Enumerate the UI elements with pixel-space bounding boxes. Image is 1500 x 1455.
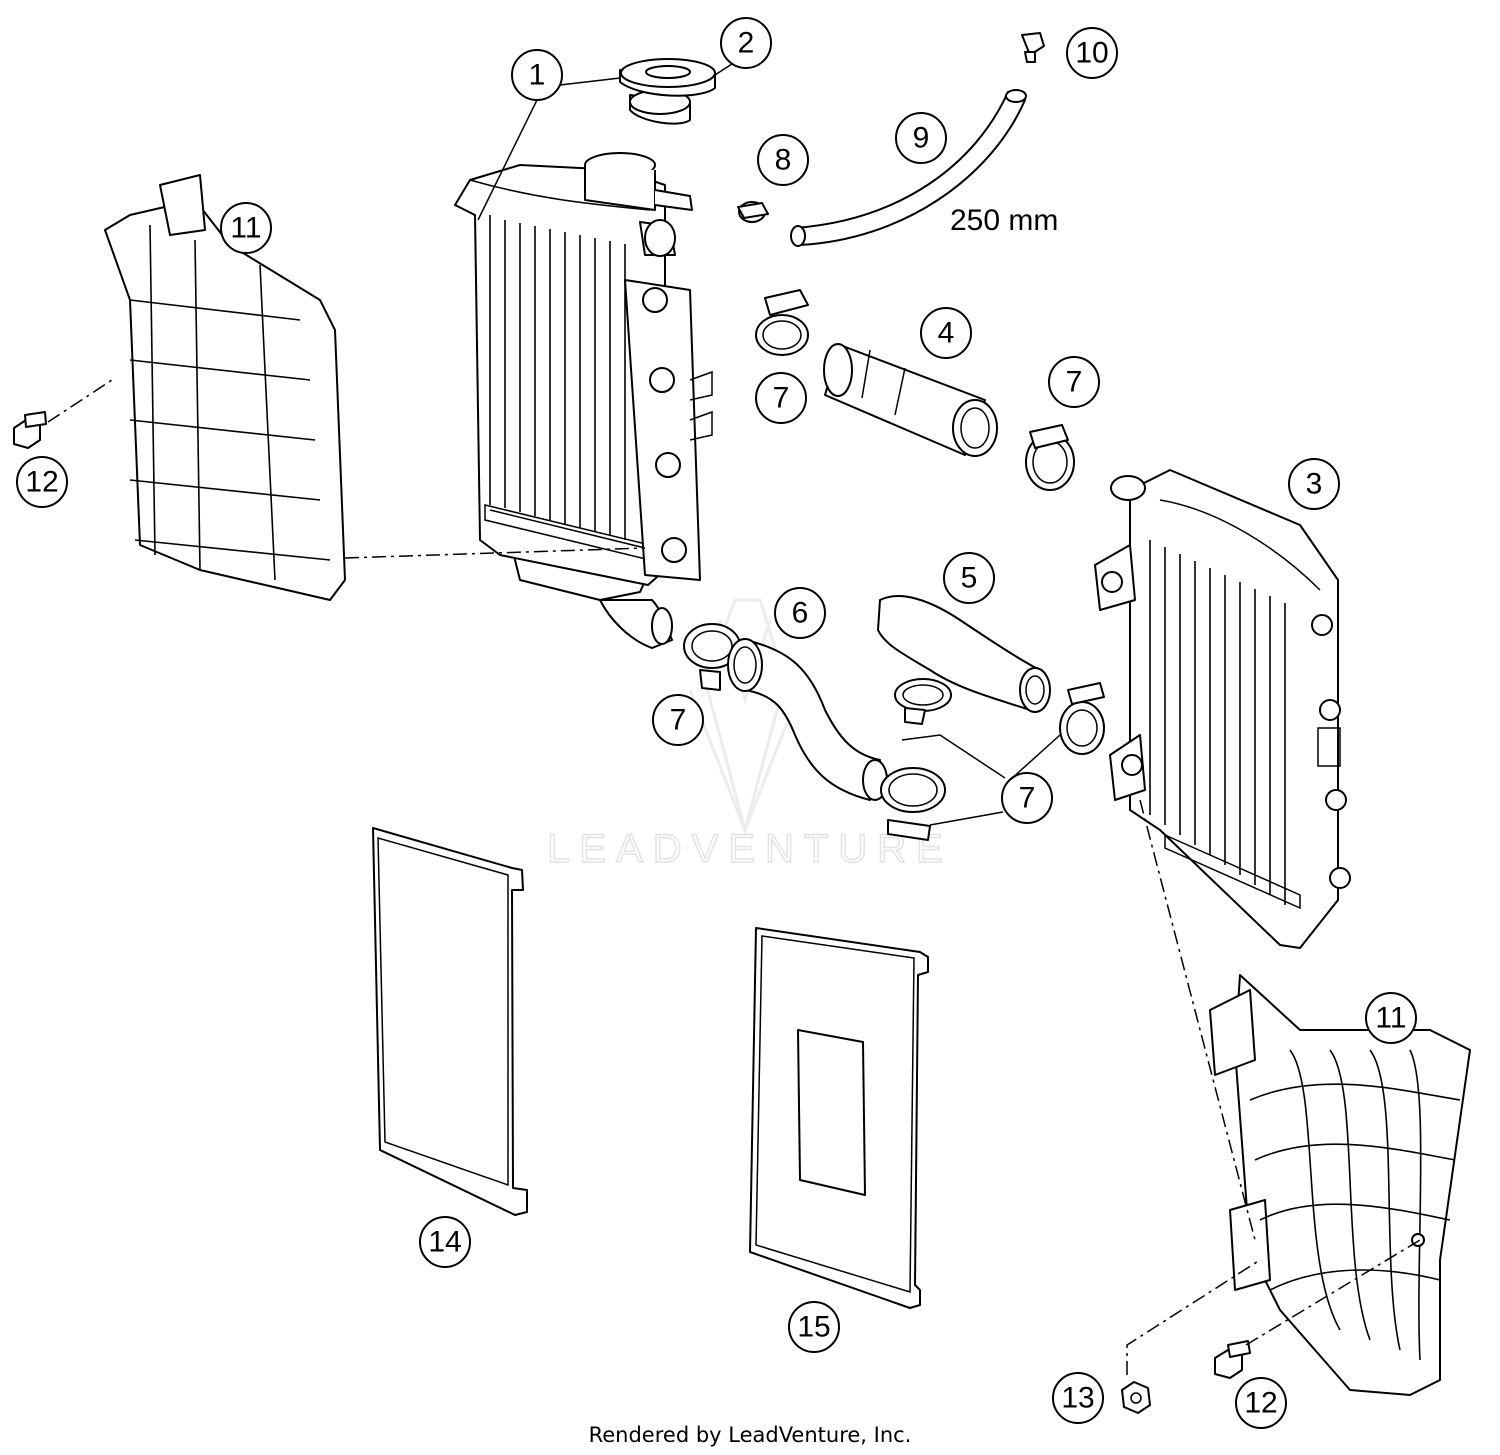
footer-credit: Rendered by LeadVenture, Inc. <box>589 1423 912 1447</box>
radiator-hose-5 <box>877 595 1051 713</box>
callout-label: 14 <box>428 1226 461 1259</box>
callout-12-right: 12 <box>1235 1377 1287 1429</box>
callout-label: 7 <box>670 704 687 737</box>
watermark-text: LEADVENTURE <box>547 827 953 871</box>
nut-13 <box>1121 1381 1151 1414</box>
callout-10: 10 <box>1066 27 1118 79</box>
protective-screen-15 <box>749 927 929 1309</box>
callout-label: 13 <box>1061 1382 1094 1415</box>
callout-label: 7 <box>773 382 790 415</box>
callout-2: 2 <box>720 17 772 69</box>
callout-label: 3 <box>1306 468 1323 501</box>
hose-length-label: 250 mm <box>950 204 1058 237</box>
callout-label: 9 <box>913 122 930 155</box>
callout-label: 1 <box>529 59 546 92</box>
radiator-louver-left <box>104 174 346 601</box>
hose-clamp-7-upper-left <box>755 289 809 356</box>
callout-label: 8 <box>775 144 792 177</box>
left-radiator <box>454 152 713 649</box>
callout-1: 1 <box>511 49 563 101</box>
bolt-12-left <box>13 411 47 449</box>
callout-label: 11 <box>1375 1002 1406 1035</box>
hose-clamp-7-right <box>1059 682 1105 755</box>
callout-7-upper-right: 7 <box>1048 356 1100 408</box>
callout-5: 5 <box>943 552 995 604</box>
callout-label: 4 <box>938 317 955 350</box>
callout-label: 2 <box>738 27 755 60</box>
radiator-louver-right <box>1209 974 1471 1396</box>
callout-label: 12 <box>25 466 58 499</box>
callout-label: 6 <box>792 597 809 630</box>
callout-7-lower-right: 7 <box>1001 772 1053 824</box>
assembly-lines <box>47 377 1421 1375</box>
callout-13: 13 <box>1052 1372 1104 1424</box>
callout-14: 14 <box>419 1216 471 1268</box>
callout-label: 7 <box>1019 782 1036 815</box>
hose-clamp-7-middle-upper <box>894 678 952 725</box>
callout-label: 11 <box>230 212 261 245</box>
breather-hose-9 <box>790 89 1027 247</box>
callout-8: 8 <box>757 134 809 186</box>
callout-4: 4 <box>920 307 972 359</box>
callout-12-left: 12 <box>16 456 68 508</box>
hose-clamp-7-upper-right <box>1025 424 1075 491</box>
radiator-fins <box>489 215 626 540</box>
hose-clamp-8 <box>737 201 769 223</box>
callout-15: 15 <box>788 1301 840 1353</box>
radiator-cap <box>619 58 716 125</box>
radiator-hose-6 <box>727 638 888 801</box>
connector-hose-4 <box>823 343 998 457</box>
callout-label: 7 <box>1066 366 1083 399</box>
callout-9: 9 <box>895 112 947 164</box>
callout-11-left: 11 <box>220 202 272 254</box>
bolt-12-right <box>1214 1340 1251 1379</box>
radiator-fins <box>1149 540 1286 905</box>
right-radiator <box>1094 469 1351 949</box>
callout-label: 12 <box>1244 1387 1277 1420</box>
hose-clamp-7-lower-left <box>683 623 741 691</box>
callout-7-lower-left: 7 <box>652 694 704 746</box>
callout-label: 15 <box>797 1311 830 1344</box>
callout-label: 10 <box>1075 37 1108 70</box>
callout-11-right: 11 <box>1365 992 1417 1044</box>
fitting-10 <box>1021 32 1045 63</box>
protective-screen-14 <box>372 827 528 1216</box>
callout-6: 6 <box>774 587 826 639</box>
callout-7-upper-left: 7 <box>755 372 807 424</box>
callout-label: 5 <box>961 562 978 595</box>
leader-lines <box>477 59 1061 826</box>
hose-clamp-7-middle-lower <box>880 767 946 841</box>
callout-3: 3 <box>1288 458 1340 510</box>
